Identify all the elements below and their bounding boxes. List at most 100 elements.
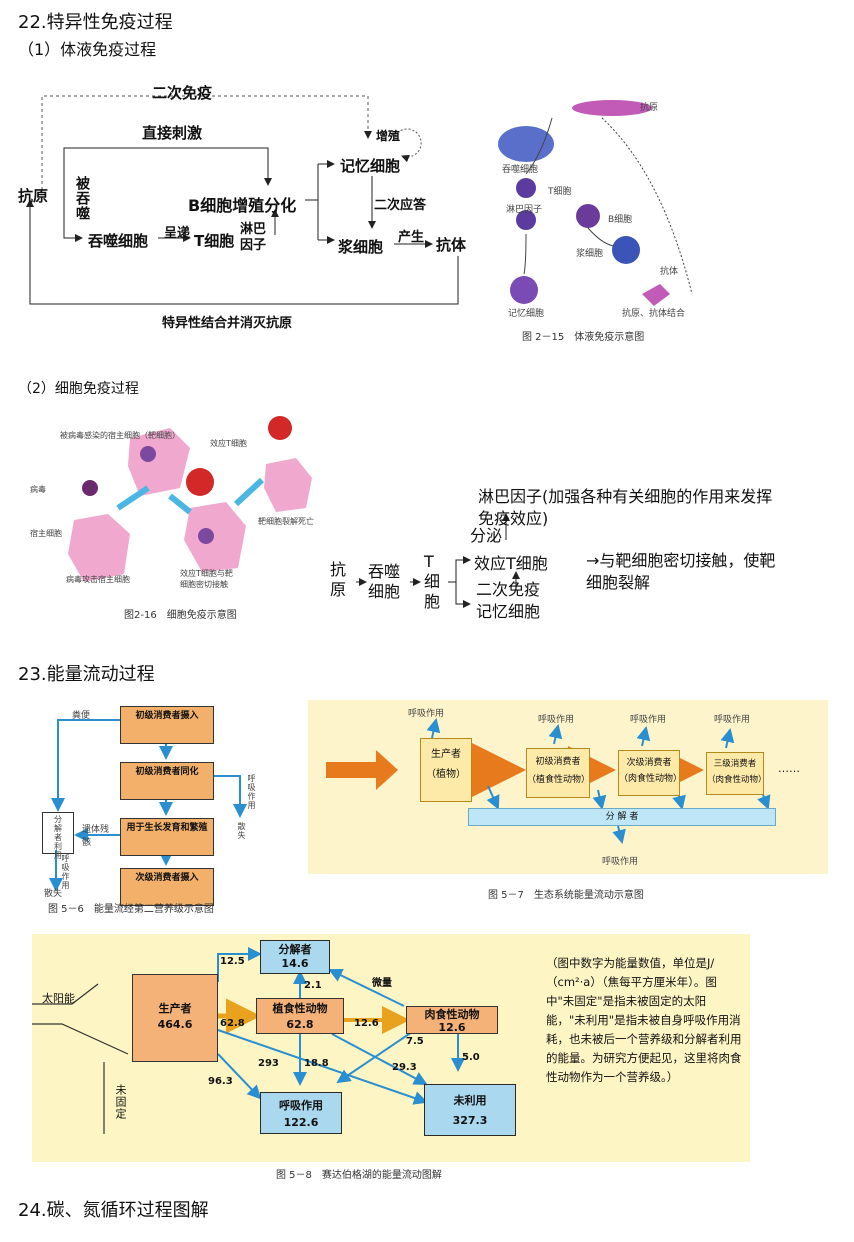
fig-label: 浆细胞 xyxy=(576,249,604,259)
tertiary-consumer-box: 三级消费者 （肉食性动物） xyxy=(706,752,767,795)
respiration-label: 呼吸作用 xyxy=(538,715,575,725)
carnivore-value: 12.6 xyxy=(438,1021,466,1034)
cellular-immunity-heading: （2）细胞免疫过程 xyxy=(18,381,139,397)
flow-value: 5.0 xyxy=(462,1052,480,1063)
flow-value: 29.3 xyxy=(392,1062,417,1073)
flow-value: 2.1 xyxy=(304,980,322,991)
bottom-label: 特异性结合并消灭抗原 xyxy=(162,316,293,331)
dots-label: …… xyxy=(778,762,800,775)
trace-label: 微量 xyxy=(372,978,392,989)
primary-sub: （植食性动物） xyxy=(527,775,591,785)
lake-figure-caption: 图 5－8 赛达伯格湖的能量流动图解 xyxy=(276,1170,442,1181)
energy-right-caption: 图 5－7 生态系统能量流动示意图 xyxy=(488,890,644,901)
flow-box: 用于生长发育和繁殖 xyxy=(120,818,214,856)
section-23-heading: 23.能量流动过程 xyxy=(18,664,155,685)
respiration-label: 呼吸作用 xyxy=(714,715,751,725)
tertiary-sub: （肉食性动物） xyxy=(707,775,767,785)
fig-label: 病毒 xyxy=(30,485,46,494)
flow-value: 18.8 xyxy=(304,1058,329,1069)
flow-value: 12.6 xyxy=(354,1018,379,1029)
humoral-immunity-heading: （1）体液免疫过程 xyxy=(18,40,157,59)
fig-label: 记忆细胞 xyxy=(508,309,545,319)
cellular-phagocyte: 吞噬细胞 xyxy=(368,562,401,601)
produce-label: 产生 xyxy=(398,230,425,245)
antigen-label: 抗原 xyxy=(18,187,49,205)
unused-value: 327.3 xyxy=(452,1114,488,1127)
proliferate-label: 增殖 xyxy=(376,129,401,143)
second-immunity-label: 二次免疫 xyxy=(152,84,213,102)
fig-label: 抗原 xyxy=(640,103,659,113)
primary-label: 初级消费者 xyxy=(535,757,581,767)
herbivore-value: 62.8 xyxy=(286,1018,314,1031)
scatter-label: 散失 xyxy=(44,889,63,899)
decomposer-box: 分解者利用 xyxy=(42,812,74,860)
energy-flow-second-level-figure: 初级消费者摄入 初级消费者同化 用于生长发育和繁殖 次级消费者摄入 粪便 遗体残… xyxy=(36,690,296,915)
herbivore-box: 植食性动物 62.8 xyxy=(256,998,344,1034)
fig-label: 效应T细胞与靶细胞密切接触 xyxy=(180,569,233,589)
humoral-flow-lines xyxy=(26,95,459,305)
lymphokine-label: 淋巴因子 xyxy=(240,222,267,253)
cellular-antigen: 抗原 xyxy=(330,560,347,599)
b-cell-label: B细胞增殖分化 xyxy=(188,196,297,215)
unfixed-label: 未固定 xyxy=(114,1084,127,1120)
fig-label: 效应T细胞 xyxy=(210,439,247,448)
decomposer-box: 分解者 14.6 xyxy=(260,940,330,974)
decomposer-bar: 分 解 者 xyxy=(468,808,776,826)
fig-label: 宿主细胞 xyxy=(30,529,62,538)
cellular-lymphokine: 淋巴因子(加强各种有关细胞的作用来发挥免疫效应) xyxy=(478,487,773,528)
primary-consumer-box: 初级消费者 （植食性动物） xyxy=(526,748,590,798)
respiration-label: 呼吸作用 xyxy=(408,709,445,719)
flow-value: 7.5 xyxy=(406,1036,424,1047)
lake-energy-flow-figure: 太阳能 未固定 生产者 464.6 分解者 14.6 植食性动物 62.8 肉食… xyxy=(32,934,750,1162)
respiration-label: 呼吸作用 xyxy=(61,854,70,890)
respiration-label: 呼吸作用 xyxy=(602,857,639,867)
feces-label: 粪便 xyxy=(72,711,91,721)
respiration-label: 呼吸作用 xyxy=(630,715,667,725)
t-cell-label: T细胞 xyxy=(194,232,235,250)
fig-label: 抗体 xyxy=(660,267,679,277)
cellular-second-immunity: 二次免疫 xyxy=(476,580,541,599)
flow-box: 次级消费者摄入 xyxy=(120,868,214,906)
fig-label: 吞噬细胞 xyxy=(502,165,539,175)
scatter-right-label: 散失 xyxy=(237,822,246,840)
secondary-response-label: 二次应答 xyxy=(374,198,427,213)
flow-value: 293 xyxy=(258,1058,279,1069)
decomposer-value: 14.6 xyxy=(281,957,309,970)
flow-value: 96.3 xyxy=(208,1076,233,1087)
fig-label: 靶细胞裂解死亡 xyxy=(258,517,314,526)
section-24-heading: 24.碳、氮循环过程图解 xyxy=(18,1200,209,1221)
producer-box: 生产者 （植物） xyxy=(420,738,472,802)
flow-box: 初级消费者摄入 xyxy=(120,706,214,744)
carnivore-box: 肉食性动物 12.6 xyxy=(406,1006,498,1034)
cellular-figure-caption: 图2-16 细胞免疫示意图 xyxy=(124,610,237,621)
flow-box: 初级消费者同化 xyxy=(120,762,214,800)
secondary-consumer-box: 次级消费者 （肉食性动物） xyxy=(618,750,683,796)
section-22-heading: 22.特异性免疫过程 xyxy=(18,12,173,33)
ecosystem-energy-flow-figure: 呼吸作用 呼吸作用 呼吸作用 呼吸作用 生产者 （植物） 初级消费者 （植食性动… xyxy=(308,700,828,874)
energy-left-caption: 图 5－6 能量流经第二营养级示意图 xyxy=(48,904,214,915)
fig-label: 病毒攻击宿主细胞 xyxy=(66,575,130,584)
producer-label: 生产者 xyxy=(431,749,461,760)
respiration-right-label: 呼吸作用 xyxy=(247,774,256,810)
fig-label: B细胞 xyxy=(608,215,633,225)
remains-label: 遗体残骸 xyxy=(82,825,110,848)
secondary-sub: （肉食性动物） xyxy=(619,774,683,784)
engulfed-label: 被吞噬 xyxy=(74,176,90,221)
phagocyte-label: 吞噬细胞 xyxy=(88,232,149,250)
humoral-figure-caption: 图 2－15 体液免疫示意图 xyxy=(522,332,645,343)
producer-box: 生产者 464.6 xyxy=(132,974,218,1062)
carnivore-label: 肉食性动物 xyxy=(424,1008,480,1021)
memory-cell-label: 记忆细胞 xyxy=(340,157,401,175)
respiration-box: 呼吸作用 122.6 xyxy=(260,1092,342,1134)
fig-label: 淋巴因子 xyxy=(506,205,543,215)
unused-box: 未利用 327.3 xyxy=(424,1084,516,1136)
tertiary-label: 三级消费者 xyxy=(713,759,757,769)
decomposer-label: 分解者利用 xyxy=(53,815,63,860)
cellular-figure: 被病毒感染的宿主细胞（靶细胞） 效应T细胞 病毒 宿主细胞 病毒攻击宿主细胞 效… xyxy=(30,408,320,628)
cellular-flow-lines xyxy=(356,513,520,608)
producer-sub: （植物） xyxy=(426,769,466,780)
plasma-cell-label: 浆细胞 xyxy=(338,238,384,256)
effector-t-label: 效应T细胞 xyxy=(474,554,548,573)
producer-value: 464.6 xyxy=(157,1018,193,1031)
fig-label: T细胞 xyxy=(548,187,572,197)
